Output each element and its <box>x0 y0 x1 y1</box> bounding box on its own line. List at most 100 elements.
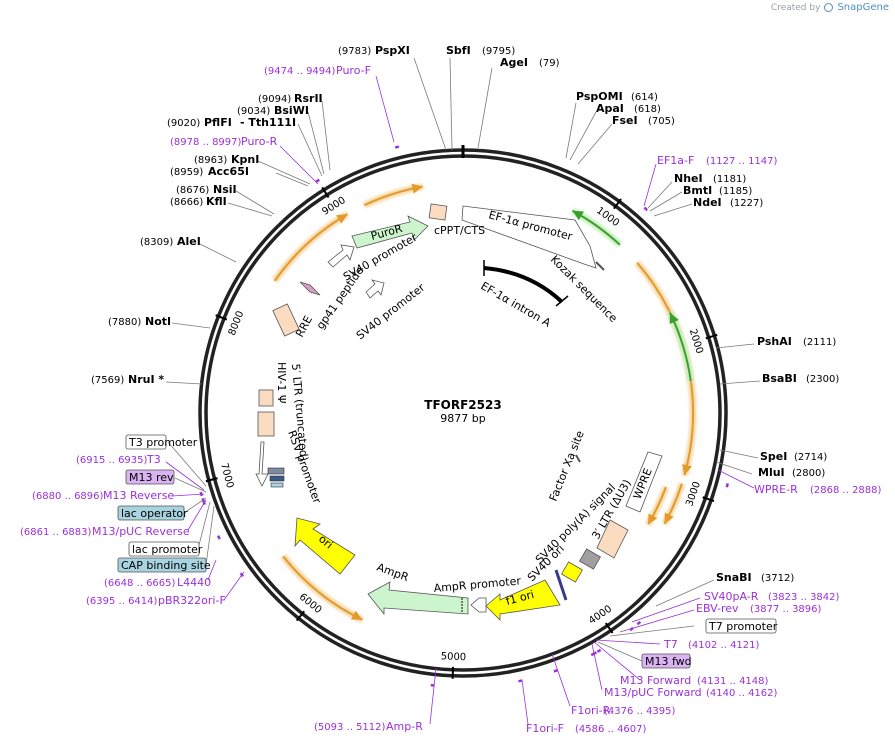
arc-green-right-glow <box>666 311 695 382</box>
ebv-rev-range: (3877 .. 3896) <box>750 604 822 615</box>
arc-orf-right-glow <box>634 260 697 477</box>
pspxi-pos: (9783) <box>338 46 371 57</box>
m13puc-forward-range: (4140 .. 4162) <box>706 688 778 699</box>
m13puc-reverse-name: M13/pUC Reverse <box>92 525 190 538</box>
kpni-pos: (8963) <box>194 155 227 166</box>
snapgene-logo-icon <box>824 3 834 12</box>
t7-promoter-label: T7 promoter <box>708 620 778 633</box>
lac-promoter-box <box>128 541 200 557</box>
ampr-arrow <box>367 581 469 616</box>
feature-arcs <box>271 183 697 623</box>
apai-pos: (618) <box>634 104 661 115</box>
lead-m13-rev <box>174 477 207 493</box>
arc-ampr-orf-arrowhead <box>350 610 363 620</box>
kfli-name: KflI <box>206 195 227 208</box>
ampr-promoter-label: AmpR promoter <box>433 574 522 595</box>
kfli-pos: (8666) <box>170 197 203 208</box>
arc-orf-lower-right-2-arrowhead <box>648 513 658 525</box>
fsei-pos: (705) <box>648 116 675 127</box>
lead-m13-forward <box>593 641 641 681</box>
f1ori-r-name: F1ori-R <box>571 704 611 717</box>
ebv-rev-name: EBV-rev <box>696 602 739 615</box>
puro-r-name: Puro-R <box>241 135 278 148</box>
arc-ampr-orf-glow <box>280 554 364 623</box>
snapgene-credit: Created by SnapGene <box>771 2 889 13</box>
lead-bsabi <box>719 380 761 385</box>
hiv-psi-label: HIV-1 Ψ <box>275 362 288 404</box>
lead-wpre-r <box>717 469 755 489</box>
lead-pspomi <box>565 102 577 159</box>
m13puc-reverse-range: (6861 .. 6883) <box>20 527 92 538</box>
tick-7000 <box>205 477 218 483</box>
bsabi-pos: (2300) <box>806 374 839 385</box>
tick-label-3000: 3000 <box>684 480 703 508</box>
sv40-promoter-label-2: SV40 promoter <box>354 281 428 343</box>
cluster-mark-1 <box>267 467 285 475</box>
ori-arrow <box>294 517 356 575</box>
sv40pa-r-range: (3823 .. 3842) <box>768 592 840 603</box>
tick-label-2000: 2000 <box>687 328 705 356</box>
lead-kfli <box>227 202 273 217</box>
agei-pos: (79) <box>539 58 560 69</box>
primer-mark-10 <box>518 679 523 683</box>
lead-l4440 <box>207 559 217 581</box>
lead-bsiwi <box>307 111 325 175</box>
agei-name: AgeI <box>500 56 528 69</box>
tth111i-name: - Tth111I <box>240 116 296 129</box>
t7-name: T7 <box>663 638 678 651</box>
f1ori-r-range: (4376 .. 4395) <box>604 706 676 717</box>
spei-pos: (2714) <box>794 452 827 463</box>
ef1a-f-name: EF1a-F <box>657 154 694 167</box>
sv40-promoter-arrow-2 <box>365 279 385 299</box>
tick-2000 <box>705 333 718 340</box>
lead-m13-reverse <box>171 493 205 497</box>
cppt-label: cPPT/CTS <box>434 224 485 237</box>
amp-r-range: (5093 .. 5112) <box>314 722 386 733</box>
kpni-name: KpnI <box>231 153 259 166</box>
lead-puro-f <box>375 75 395 143</box>
intron-end-right <box>555 295 569 307</box>
alei-pos: (8309) <box>140 237 173 248</box>
lead-ndei <box>653 203 693 217</box>
lead-puro-r <box>279 145 319 185</box>
ampr-label: AmpR <box>375 561 411 585</box>
rsrii-name: RsrII <box>294 92 323 105</box>
cluster-mark-2 <box>269 475 285 482</box>
rre-box <box>272 303 300 337</box>
arc-green-right-arrowhead <box>669 312 679 325</box>
m13-fwd-label: M13 fwd <box>645 655 692 668</box>
puro-r-range: (8978 .. 8997) <box>170 137 242 148</box>
lead-mlui <box>715 461 753 475</box>
sv40pa-r-name: SV40pA-R <box>704 590 759 603</box>
plasmid-size: 9877 bp <box>440 412 485 425</box>
noti-pos: (7880) <box>108 317 141 328</box>
credit-brand: SnapGene <box>837 2 889 13</box>
sv40-ori-box <box>561 561 583 583</box>
lead-cap-site <box>205 505 215 566</box>
lead-bmti <box>649 191 683 212</box>
wpre-r-range: (2868 .. 2888) <box>810 485 882 496</box>
lead-spei <box>719 449 759 459</box>
tick-4000 <box>604 622 614 634</box>
puro-f-name: Puro-F <box>336 64 371 77</box>
sv40-ori-mark <box>554 569 568 601</box>
tick-label-7000: 7000 <box>218 462 235 489</box>
factor-xa-label: Factor Xa site <box>547 429 587 503</box>
lead-pshai <box>715 343 755 349</box>
arc-orf-lower-right-1-arrowhead <box>664 512 674 524</box>
lac-operator-label: lac operator <box>121 507 188 520</box>
factor-xa-mark <box>575 454 581 463</box>
amp-r-name: Amp-R <box>386 720 423 733</box>
rsrii-pos: (9094) <box>258 94 291 105</box>
m13-rev-label: M13 rev <box>129 471 174 484</box>
primer-mark-13 <box>216 535 221 540</box>
bmti-pos: (1185) <box>719 186 752 197</box>
mlui-pos: (2800) <box>792 468 825 479</box>
primer-labels: (9474 .. 9494) Puro-F (8978 .. 8997) Pur… <box>20 64 882 735</box>
ndei-pos: (1227) <box>730 198 763 209</box>
sv40-polya-box <box>579 548 601 570</box>
lead-alei <box>199 243 237 263</box>
arc-puror-region-arrowhead <box>336 214 348 224</box>
cppt-box <box>428 203 448 221</box>
